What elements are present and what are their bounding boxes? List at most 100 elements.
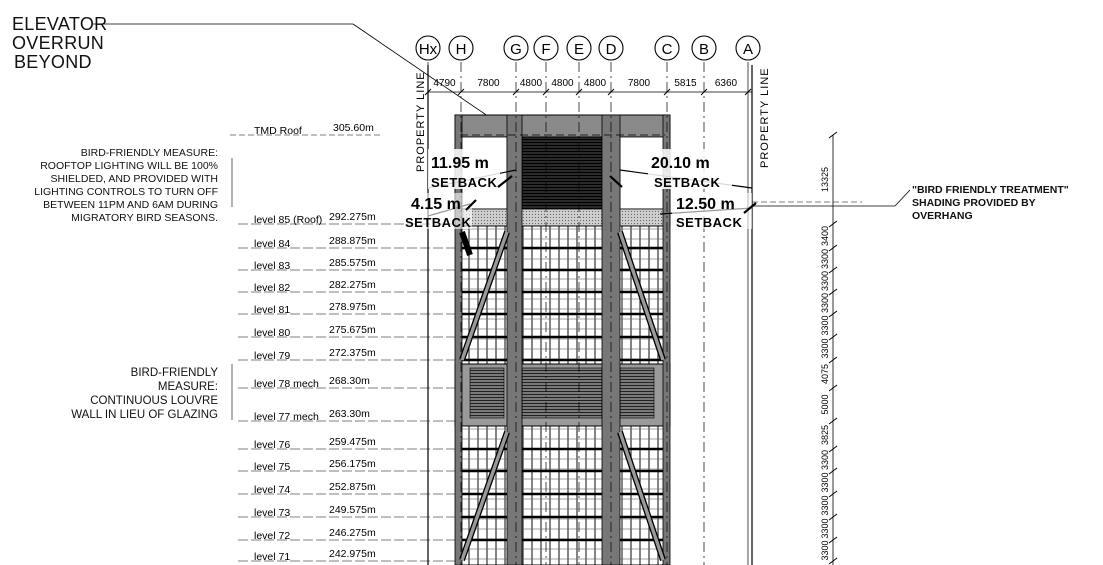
- dim-tick: [700, 88, 708, 96]
- vertical-dim-value: 3825: [820, 425, 830, 445]
- level-elevation: 263.30m: [329, 408, 370, 420]
- level-elevation: 285.575m: [329, 257, 376, 269]
- note-line: WALL IN LIEU OF GLAZING: [71, 409, 218, 421]
- elevator-overrun-note: ELEVATOR OVERRUN BEYOND: [12, 15, 107, 72]
- level-label: level 83: [254, 260, 290, 272]
- grid-bubble-g: [503, 35, 529, 61]
- tower-lower-glazing: [456, 425, 669, 565]
- vdim-tick: [828, 467, 838, 475]
- level-elevation: 288.875m: [329, 235, 376, 247]
- vdim-tick: [828, 536, 838, 544]
- setback-value: 12.50 m: [676, 196, 735, 213]
- roof-shading-band: [454, 208, 671, 227]
- level-elevation: 252.875m: [329, 481, 376, 493]
- grid-spacing: 4800: [551, 78, 574, 89]
- vdim-tick: [828, 310, 838, 318]
- column-outer-right: [662, 114, 671, 565]
- louvre-panel: [619, 367, 655, 419]
- grid-label: C: [662, 41, 673, 58]
- note-line: "BIRD FRIENDLY TREATMENT": [912, 184, 1069, 196]
- bird-note-rooftop-lighting: BIRD-FRIENDLY MEASURE: ROOFTOP LIGHTING …: [34, 147, 218, 225]
- note-line: BIRD-FRIENDLY: [130, 367, 218, 379]
- level-label: level 85 (Roof): [254, 214, 322, 226]
- dim-tick: [424, 88, 432, 96]
- grid-label: D: [606, 41, 617, 58]
- dim-tick: [607, 88, 615, 96]
- dim-tick: [575, 88, 583, 96]
- grid-label: F: [541, 41, 550, 58]
- note-line: MEASURE:: [157, 381, 218, 393]
- grid-bubble-d: [598, 35, 624, 61]
- level-elevation: 275.675m: [329, 324, 376, 336]
- note-line: CONTINUOUS LOUVRE: [90, 395, 218, 407]
- level-label: level 81: [254, 304, 290, 316]
- vertical-dim-value: 3300: [820, 472, 830, 492]
- level-elevation: 259.475m: [329, 436, 376, 448]
- vdim-tick: [828, 244, 838, 252]
- note-line: OVERHANG: [912, 210, 973, 222]
- note-line: ROOFTOP LIGHTING WILL BE 100%: [40, 160, 218, 172]
- note-line: BETWEEN 11PM AND 6AM DURING: [43, 199, 218, 211]
- setback-value: 4.15 m: [411, 196, 461, 213]
- vdim-tick: [828, 333, 838, 341]
- setback-label: SETBACK: [654, 175, 720, 190]
- setback-callouts: 11.95 m SETBACK 20.10 m SETBACK 4.15 m S…: [405, 149, 757, 230]
- level-elevation: 246.275m: [329, 527, 376, 539]
- level-label: level 75: [254, 461, 290, 473]
- grid-bubble-h: [448, 35, 474, 61]
- louvre-panel: [469, 367, 505, 419]
- vdim-tick: [828, 490, 838, 498]
- vdim-tick: [828, 288, 838, 296]
- roof-top-band: [454, 114, 671, 138]
- level-label: level 73: [254, 507, 290, 519]
- level-elevation: 272.375m: [329, 347, 376, 359]
- overhang-leader-line: [894, 189, 911, 207]
- vertical-dim-value: 3300: [820, 293, 830, 313]
- vertical-dim-value: 4075: [820, 364, 830, 384]
- level-elevation: 242.975m: [329, 548, 376, 560]
- dim-tick: [663, 88, 671, 96]
- vertical-dim-value: 3300: [820, 450, 830, 470]
- elevator-note-line: ELEVATOR: [12, 14, 108, 34]
- elevator-note-line: OVERRUN: [12, 33, 105, 53]
- grid-label: A: [743, 41, 753, 58]
- elevator-overrun: [521, 136, 603, 210]
- tmd-roof-elevation: 305.60m: [333, 122, 374, 134]
- level-elevation: 278.975m: [329, 301, 376, 313]
- tmd-roof-label: TMD Roof: [254, 125, 302, 137]
- vertical-dim-value: 3300: [820, 249, 830, 269]
- note-line: MIGRATORY BIRD SEASONS.: [71, 212, 218, 224]
- column-core-left: [506, 114, 523, 565]
- vdim-tick: [828, 384, 838, 392]
- level-label: level 74: [254, 484, 290, 496]
- elevator-note-line: BEYOND: [14, 52, 92, 72]
- vertical-dim-value: 3300: [820, 540, 830, 560]
- vertical-dim-value: 3300: [820, 271, 830, 291]
- grid-label: G: [510, 41, 522, 58]
- property-line-label-right: PROPERTY LINE: [759, 67, 771, 168]
- louvre-panel: [521, 367, 603, 419]
- vertical-dim-value: 13325: [820, 167, 830, 192]
- level-elevation: 268.30m: [329, 375, 370, 387]
- grid-label: E: [574, 41, 584, 58]
- setback-label: SETBACK: [676, 215, 742, 230]
- bird-note-louvre-wall: BIRD-FRIENDLY MEASURE: CONTINUOUS LOUVRE…: [71, 366, 218, 422]
- level-label: level 71: [254, 551, 290, 563]
- vertical-dim-value: 3400: [820, 226, 830, 246]
- vertical-dims: 1332534003300330033003300330040755000382…: [820, 131, 838, 565]
- grid-spacing: 4800: [520, 78, 543, 89]
- level-label: level 72: [254, 530, 290, 542]
- setback-label: SETBACK: [431, 175, 497, 190]
- grid-bubble-hx: [415, 35, 441, 61]
- grid-bubble-b: [691, 35, 717, 61]
- vdim-tick: [828, 356, 838, 364]
- grid-bubble-a: [735, 35, 761, 61]
- level-label: level 78 mech: [254, 378, 319, 390]
- level-label: level 84: [254, 238, 290, 250]
- grid-bubble-e: [566, 35, 592, 61]
- vdim-tick: [828, 220, 838, 228]
- grid-bubble-c: [654, 35, 680, 61]
